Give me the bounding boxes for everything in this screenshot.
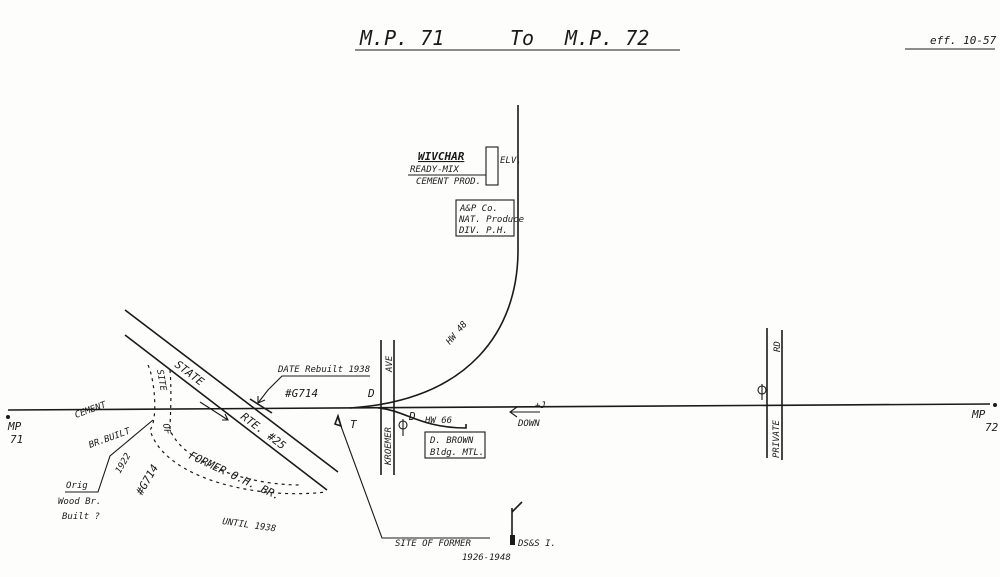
ds-label: DS&S I. bbox=[517, 539, 556, 549]
cement-br-leader bbox=[65, 419, 154, 493]
until-label: UNTIL 1938 bbox=[222, 517, 277, 534]
direction-word: DOWN bbox=[517, 419, 540, 429]
derail-label-2: D bbox=[408, 410, 416, 423]
header-from: M.P. 71 bbox=[359, 26, 444, 50]
semaphore-signal-icon bbox=[510, 501, 523, 545]
state-rte-edge-1 bbox=[124, 309, 339, 473]
d-brown-line2: Bldg. MTL. bbox=[430, 448, 484, 458]
former-bridge-outline-outer bbox=[147, 364, 327, 495]
year-1922-label: 1922 bbox=[114, 452, 134, 476]
derail-label-1: D bbox=[367, 387, 375, 400]
former-oh-br-label: FORMER O.H. BR. bbox=[187, 449, 283, 503]
spur-hw48-label: HW 48 bbox=[444, 320, 470, 348]
effective-date: eff. 10-57 bbox=[930, 34, 997, 47]
leader-arrow-icon bbox=[257, 396, 266, 404]
state-rte-edge-2 bbox=[124, 334, 328, 491]
cement-label: CEMENT bbox=[74, 400, 109, 421]
kroemer-label: KROEMER bbox=[384, 426, 394, 466]
rte-label: RTE. #25 bbox=[238, 410, 288, 452]
rd-label: RD bbox=[773, 341, 783, 352]
d-brown-spur-track bbox=[377, 407, 467, 429]
abp-line3: DIV. P.H. bbox=[458, 226, 508, 236]
former-bridge-outline-inner bbox=[169, 369, 301, 486]
industrial-spur-track bbox=[349, 105, 519, 409]
wood-br-label: Wood Br. bbox=[58, 497, 101, 507]
abp-line2: NAT. Produce bbox=[458, 215, 524, 225]
milepost-right-mp: MP bbox=[971, 408, 986, 421]
signal-years: 1926-1948 bbox=[462, 553, 511, 563]
abp-building bbox=[455, 199, 515, 237]
milepost-right-num: 72 bbox=[985, 421, 999, 434]
bridge-number: #G714 bbox=[284, 387, 318, 400]
spur-hw66-label: HW 66 bbox=[424, 416, 452, 426]
header-to-word: To bbox=[510, 26, 534, 50]
milepost-72-marker bbox=[993, 403, 997, 407]
date-rebuilt-note: DATE Rebuilt 1938 bbox=[277, 365, 370, 375]
signal-site-leader bbox=[337, 417, 490, 539]
orig-label: Orig bbox=[66, 481, 88, 491]
elevator-label: ELV. bbox=[500, 156, 522, 166]
private-label: PRIVATE bbox=[772, 419, 782, 458]
header-to: M.P. 72 bbox=[564, 26, 649, 50]
overpass-bridge bbox=[249, 398, 273, 414]
milepost-left-mp: MP bbox=[7, 420, 22, 433]
wivchar-line2: READY-MIX bbox=[410, 165, 459, 175]
rte-arrow-icon bbox=[199, 401, 229, 421]
bridge-number-2: #G714 bbox=[133, 462, 161, 498]
d-brown-line1: D. BROWN bbox=[429, 436, 474, 446]
t-label: T bbox=[350, 418, 358, 431]
site-label: SITE bbox=[154, 369, 168, 393]
abp-line1: A&P Co. bbox=[459, 204, 498, 214]
built-label: Built ? bbox=[62, 512, 100, 522]
leader-arrow-icon-2 bbox=[333, 413, 343, 428]
crossing-sign-icon-2 bbox=[757, 384, 767, 400]
date-rebuilt-leader bbox=[257, 375, 370, 404]
site-of-former-label: SITE OF FORMER bbox=[395, 539, 471, 549]
crossing-sign-icon bbox=[398, 419, 408, 436]
direction-arrow-icon bbox=[509, 406, 540, 418]
milepost-left-num: 71 bbox=[10, 433, 23, 446]
main-track bbox=[7, 403, 991, 411]
wivchar-line3: CEMENT PROD. bbox=[416, 177, 481, 187]
elevator-building bbox=[485, 146, 499, 186]
br-built-label: BR.BUILT bbox=[88, 426, 133, 450]
wivchar-name: WIVCHAR bbox=[418, 150, 465, 163]
ave-label: AVE bbox=[385, 355, 395, 373]
of-label: OF bbox=[160, 423, 172, 436]
milepost-71-marker bbox=[6, 415, 10, 419]
direction-label: +J bbox=[535, 401, 546, 411]
d-brown-building bbox=[424, 431, 486, 459]
